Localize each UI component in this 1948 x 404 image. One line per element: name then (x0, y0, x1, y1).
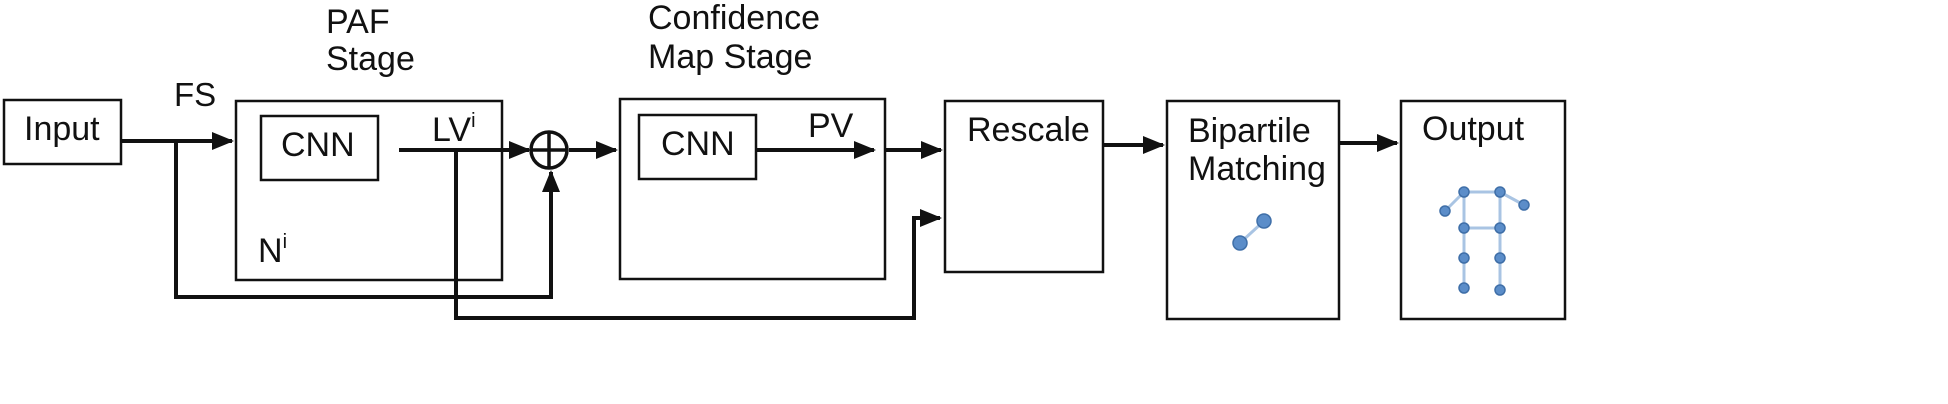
bipartite-matching-box (1165, 99, 1341, 321)
pv-label: PV (808, 107, 854, 145)
output-box (1399, 99, 1567, 321)
confidence-title-line1: Confidence (648, 0, 820, 37)
n-superscript: i (283, 231, 287, 253)
confidence-cnn-box (637, 113, 758, 181)
bipartite-label-line2: Matching (1188, 150, 1326, 188)
confidence-title-line2: Map Stage (648, 38, 812, 76)
input-label: Input (24, 110, 100, 148)
paf-cnn-box (259, 114, 380, 182)
lv-skip-connection (454, 150, 942, 320)
circled-plus-icon (529, 130, 569, 170)
matched-pair-icon (1232, 213, 1272, 251)
output-label: Output (1422, 110, 1525, 148)
fs-skip-connection (174, 141, 560, 299)
lv-superscript: i (471, 110, 475, 132)
rescale-label: Rescale (967, 111, 1090, 149)
fs-label: FS (174, 76, 216, 113)
paf-cnn-label: CNN (281, 126, 355, 164)
pose-skeleton-icon (1439, 186, 1530, 296)
paf-stage-title-line2: Stage (326, 40, 415, 78)
confidence-cnn-label: CNN (661, 125, 735, 163)
paf-stage-title-line1: PAF (326, 3, 390, 41)
n-label: Ni (258, 231, 287, 270)
bipartite-label-line1: Bipartile (1188, 112, 1311, 150)
lv-label: LVi (432, 110, 476, 149)
rescale-box (943, 99, 1105, 274)
input-box (2, 98, 123, 166)
